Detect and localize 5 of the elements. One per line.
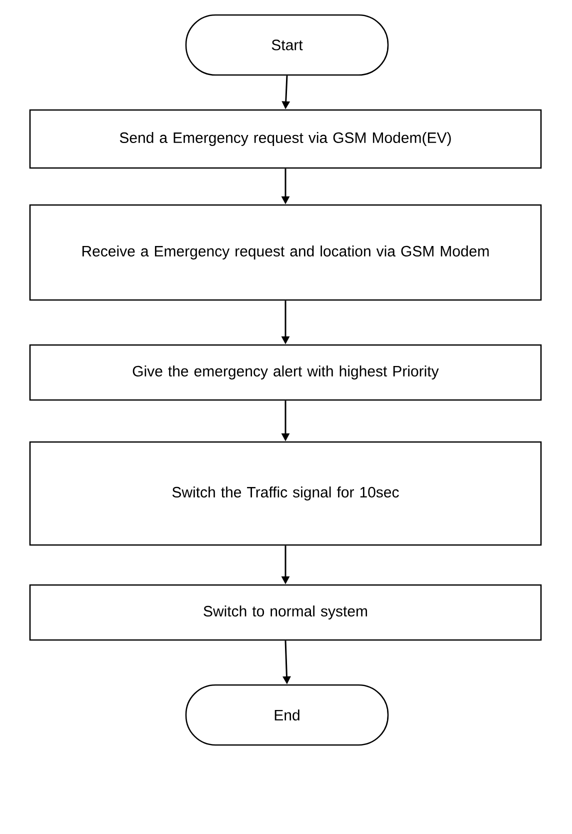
process-box: Receive a Emergency request and location via GSM Modem <box>29 204 542 301</box>
process-box: Give the emergency alert with highest Priority <box>29 344 542 401</box>
process-box: Switch the Traffic signal for 10sec <box>29 441 542 546</box>
process-box: Switch to normal system <box>29 584 542 641</box>
process-box: Send a Emergency request via GSM Modem(EV) <box>29 109 542 169</box>
